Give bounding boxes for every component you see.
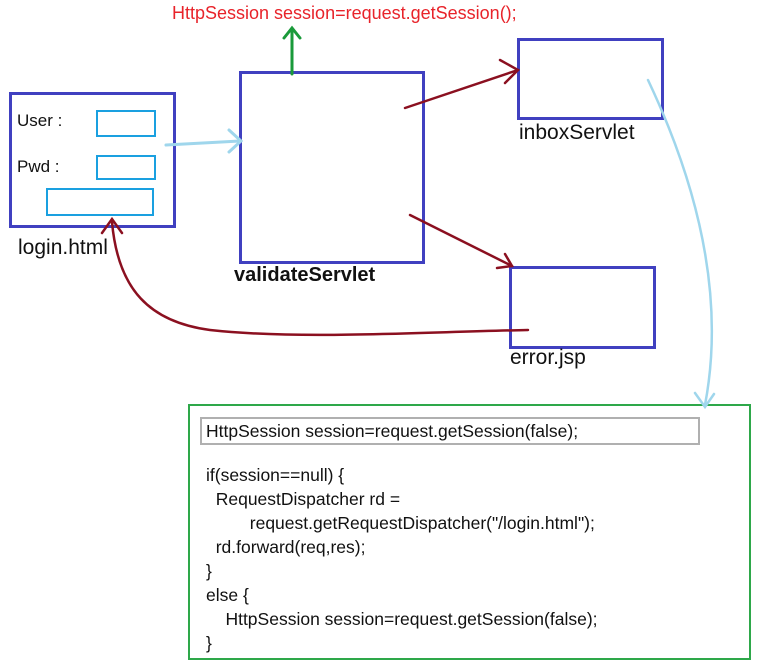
- code-line: }: [206, 633, 212, 653]
- code-line: rd.forward(req,res);: [206, 537, 366, 557]
- login-to-validate-arrow: [164, 128, 244, 154]
- pwd-input[interactable]: [96, 155, 156, 180]
- validate-to-inbox-arrow: [403, 58, 521, 110]
- inbox-servlet-box: [517, 38, 664, 120]
- user-label: User :: [17, 111, 63, 130]
- inbox-servlet-caption: inboxServlet: [519, 121, 635, 144]
- code-panel: [188, 404, 751, 660]
- user-input[interactable]: [96, 110, 156, 137]
- code-line: }: [206, 561, 212, 581]
- login-caption: login.html: [18, 236, 108, 259]
- validate-servlet-caption: validateServlet: [234, 264, 376, 286]
- validate-servlet-box: [239, 71, 425, 264]
- submit-button[interactable]: [46, 188, 154, 216]
- green-up-arrow: [282, 25, 302, 76]
- code-line: if(session==null) {: [206, 465, 345, 485]
- code-line: request.getRequestDispatcher("/login.htm…: [206, 513, 595, 533]
- inbox-to-code-arrow: [646, 78, 716, 410]
- validate-to-error-arrow: [408, 213, 515, 270]
- login-form-box: [9, 92, 176, 228]
- error-to-login-arrow: [100, 216, 530, 337]
- pwd-label: Pwd :: [17, 157, 60, 176]
- code-line: RequestDispatcher rd =: [206, 489, 401, 509]
- code-first-line: HttpSession session=request.getSession(f…: [200, 417, 700, 445]
- error-jsp-caption: error.jsp: [510, 346, 586, 369]
- code-line: else {: [206, 585, 249, 605]
- header-code-text: HttpSession session=request.getSession()…: [172, 3, 517, 23]
- code-line: HttpSession session=request.getSession(f…: [206, 609, 598, 629]
- error-jsp-box: [509, 266, 656, 349]
